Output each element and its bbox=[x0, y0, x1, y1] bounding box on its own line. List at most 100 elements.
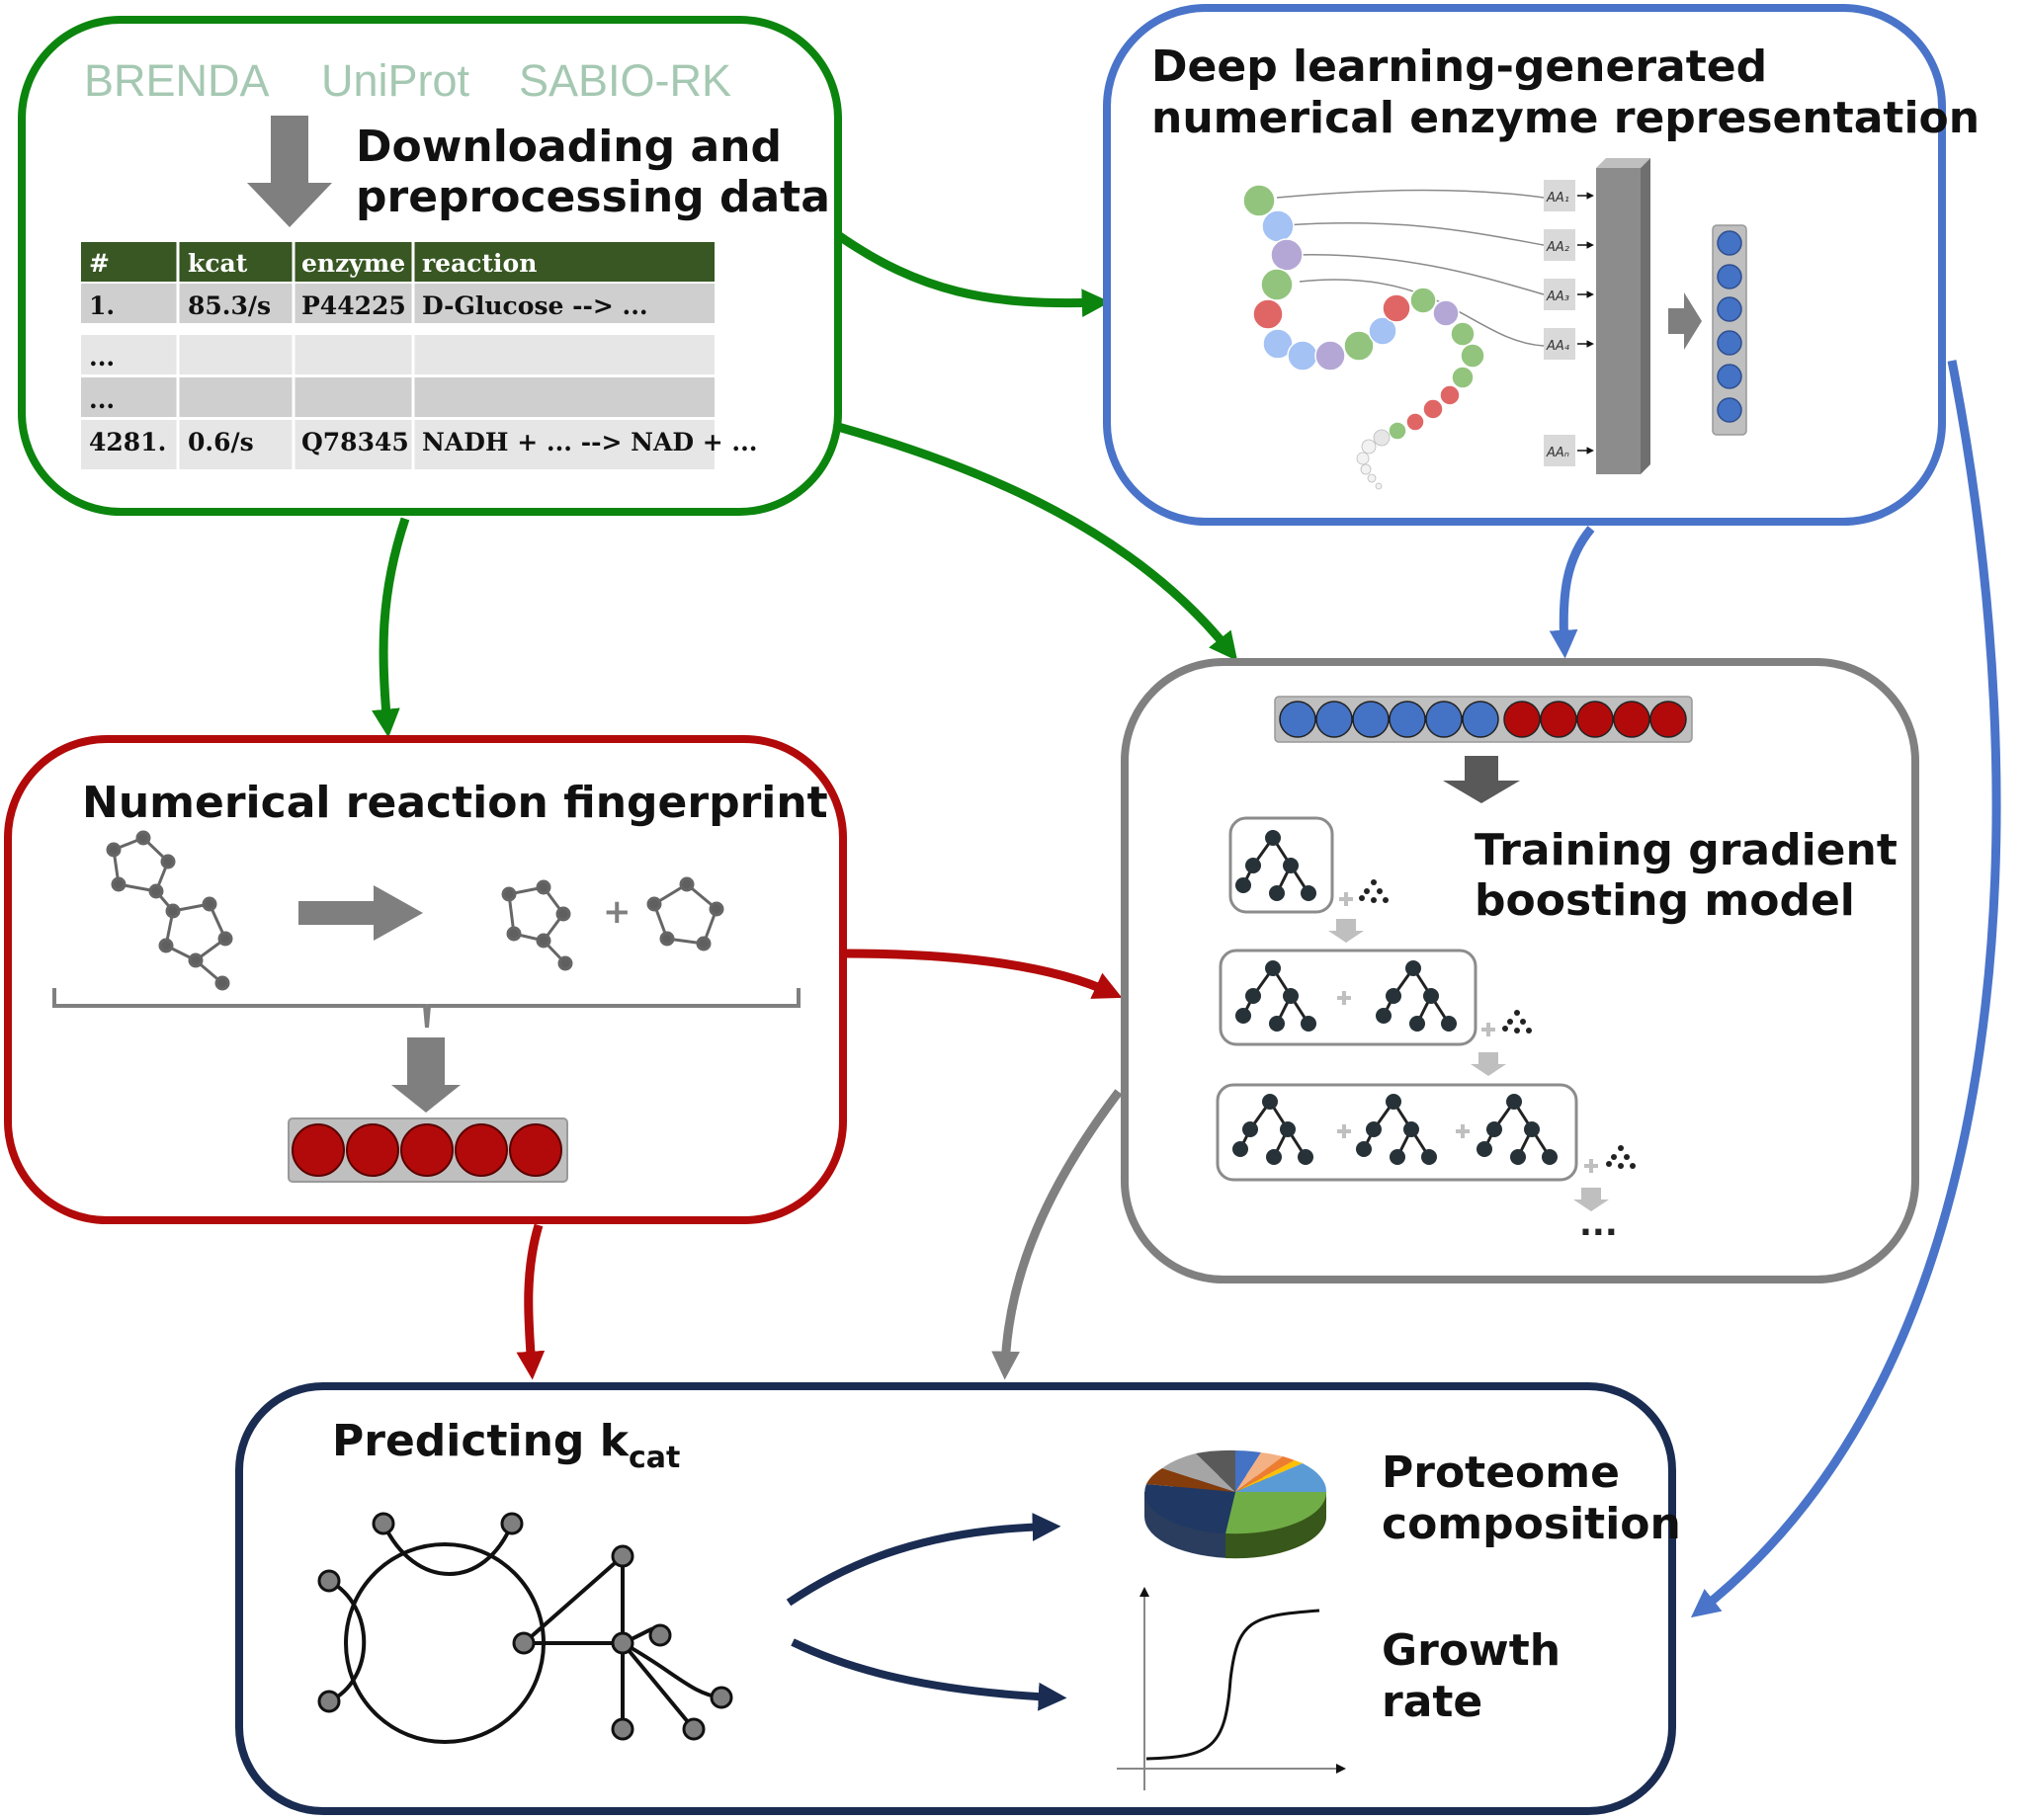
tree-node bbox=[1502, 1026, 1508, 1032]
aa-label-n: AAₙ bbox=[1546, 446, 1569, 460]
table-cell: ... bbox=[89, 343, 115, 372]
reaction-vector-icon bbox=[288, 1117, 568, 1183]
right-arrow-icon bbox=[1668, 292, 1702, 350]
tree-node bbox=[1232, 1141, 1248, 1157]
tree-node bbox=[1514, 1028, 1520, 1034]
plus-icon bbox=[1461, 1124, 1465, 1138]
data-title-line2: preprocessing data bbox=[356, 172, 830, 222]
neural-network-layer-icon bbox=[1596, 158, 1650, 474]
tree-node bbox=[1245, 858, 1261, 873]
table-header-enzyme: enzyme bbox=[301, 249, 405, 278]
training-title-line2: boosting model bbox=[1475, 875, 1855, 926]
arrow-enzyme-to-training bbox=[1549, 526, 1595, 659]
tree-node bbox=[1371, 879, 1377, 885]
tree-node bbox=[1403, 1121, 1419, 1137]
enzyme-title-line1: Deep learning-generated bbox=[1151, 41, 1767, 92]
proteome-label-line2: composition bbox=[1382, 1499, 1681, 1549]
enzyme-representation-panel: Deep learning-generated numerical enzyme… bbox=[1103, 4, 1980, 526]
tree-node bbox=[1526, 1028, 1532, 1034]
kcat-data-table: # kcat enzyme reaction 1. 85.3/s P44225 … bbox=[81, 242, 758, 469]
tree-node bbox=[1524, 1121, 1540, 1137]
tree-node bbox=[1514, 1010, 1520, 1016]
tree-node bbox=[1301, 1016, 1316, 1032]
plus-icon bbox=[1589, 1159, 1593, 1173]
tree-node bbox=[1507, 1019, 1513, 1025]
tree-node bbox=[1477, 1141, 1492, 1157]
tree-node bbox=[1542, 1149, 1558, 1165]
reaction-fingerprint-panel: Numerical reaction fingerprint bbox=[4, 735, 847, 1224]
table-cell: Q78345 bbox=[301, 428, 409, 456]
data-title-line1: Downloading and bbox=[356, 122, 782, 172]
tree-node bbox=[1266, 1149, 1282, 1165]
down-arrow-icon bbox=[391, 1037, 461, 1113]
connector-arrows bbox=[372, 231, 2001, 1618]
tree-node bbox=[1386, 1094, 1401, 1110]
source-uniprot: UniProt bbox=[321, 55, 470, 106]
tree-node bbox=[1618, 1145, 1624, 1151]
tree-node bbox=[1269, 1016, 1285, 1032]
tree-node bbox=[1383, 897, 1389, 903]
plus-icon bbox=[1342, 1124, 1346, 1138]
plus-icon bbox=[1342, 991, 1346, 1005]
tree-node bbox=[1265, 830, 1281, 846]
brace-icon bbox=[52, 988, 801, 1029]
tree-node bbox=[1486, 1121, 1502, 1137]
tree-node bbox=[1421, 1149, 1437, 1165]
source-brenda: BRENDA bbox=[84, 55, 270, 106]
tree-node bbox=[1235, 877, 1251, 893]
tree-node bbox=[1242, 1121, 1258, 1137]
reaction-arrow-icon bbox=[298, 885, 423, 941]
down-arrow-icon bbox=[1471, 1064, 1506, 1076]
down-arrow-icon bbox=[1328, 931, 1364, 943]
aa-label-2: AA₂ bbox=[1546, 240, 1569, 255]
tree-node bbox=[1235, 1008, 1251, 1024]
tree-node bbox=[1265, 960, 1281, 976]
tree-node bbox=[1520, 1019, 1526, 1025]
arrow-to-proteome bbox=[786, 1513, 1061, 1607]
table-cell: 0.6/s bbox=[188, 428, 254, 456]
training-model-panel: Training gradient boosting model ... bbox=[1121, 658, 1919, 1283]
tree-node bbox=[1405, 960, 1421, 976]
tree-node bbox=[1611, 1154, 1617, 1160]
pie-chart-icon bbox=[1144, 1449, 1327, 1559]
tree-node bbox=[1359, 895, 1365, 901]
arrow-data-to-training bbox=[836, 422, 1238, 662]
tree-node bbox=[1280, 1121, 1296, 1137]
table-cell: D-Glucose --> ... bbox=[422, 291, 648, 320]
reaction-plus: + bbox=[603, 892, 632, 932]
growth-curve-icon bbox=[1117, 1587, 1346, 1790]
down-arrow-icon bbox=[1478, 1052, 1498, 1064]
arrow-data-to-reaction bbox=[372, 517, 410, 738]
training-ellipsis: ... bbox=[1579, 1204, 1618, 1244]
down-arrow-icon bbox=[1443, 756, 1520, 803]
arrow-training-to-predict bbox=[991, 1089, 1123, 1380]
table-cell: 1. bbox=[89, 291, 115, 320]
tree-node bbox=[1506, 1094, 1522, 1110]
proteome-label-line1: Proteome bbox=[1382, 1448, 1620, 1498]
tree-node bbox=[1269, 885, 1285, 901]
arrow-data-to-enzyme bbox=[835, 231, 1111, 318]
tree-node bbox=[1390, 1149, 1405, 1165]
growth-label-line1: Growth bbox=[1382, 1625, 1561, 1676]
tree-node bbox=[1606, 1161, 1612, 1167]
tree-node bbox=[1364, 888, 1370, 894]
enzyme-vector-icon bbox=[1712, 224, 1747, 436]
table-cell: 85.3/s bbox=[188, 291, 271, 320]
down-arrow-icon bbox=[1573, 1200, 1609, 1211]
data-preprocessing-panel: BRENDA UniProt SABIO-RK Downloading and … bbox=[18, 16, 842, 516]
source-sabio-rk: SABIO-RK bbox=[519, 55, 731, 106]
growth-label-line2: rate bbox=[1382, 1677, 1482, 1727]
down-arrow-icon bbox=[1336, 919, 1356, 931]
table-header-reaction: reaction bbox=[422, 249, 537, 278]
tree-node bbox=[1262, 1094, 1278, 1110]
tree-node bbox=[1624, 1154, 1630, 1160]
tree-node bbox=[1283, 858, 1299, 873]
tree-node bbox=[1301, 885, 1316, 901]
amino-acid-chain-icon bbox=[1242, 184, 1485, 490]
arrow-to-growth bbox=[791, 1638, 1067, 1711]
table-header-kcat: kcat bbox=[188, 249, 248, 278]
arrow-reaction-to-training bbox=[844, 949, 1123, 999]
metabolic-network-icon bbox=[317, 1512, 733, 1744]
decision-tree-ensemble-icon bbox=[1216, 816, 1636, 1211]
